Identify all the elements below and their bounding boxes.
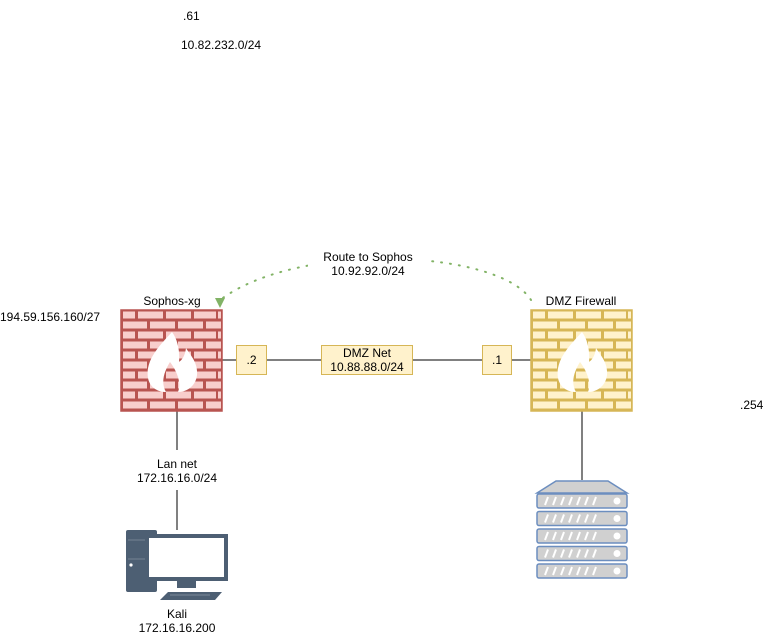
server-vent [584,549,589,558]
wan-subnet-label: 194.59.156.160/27 [0,310,101,324]
dmz-net-box[interactable]: DMZ Net 10.88.88.0/24 [321,345,413,375]
dmz-firewall-name-label: DMZ Firewall [545,294,617,308]
server-vent [552,496,557,506]
dmzfw-dmz-interface-label: .1 [491,353,502,367]
server-vent [560,514,565,523]
server-unit [536,510,628,527]
server-led-icon [613,567,621,575]
server-led-icon [613,497,621,505]
server-vent [568,549,573,558]
top-host-suffix-label: .61 [183,9,200,23]
server-vent [584,514,589,523]
route-arrowhead-icon [215,298,225,308]
server-led-icon [613,515,621,522]
desktop-pc-icon[interactable] [126,530,228,600]
kali-label: Kali 172.16.16.200 [117,607,237,635]
sophos-name-label: Sophos-xg [143,294,201,308]
server-vent [544,549,549,558]
server-vent [592,549,597,558]
server-vent [544,496,549,506]
server-vent [576,514,581,523]
dmz-firewall-icon[interactable] [530,309,633,412]
dmz-net-name: DMZ Net [343,346,391,360]
server-vent [552,531,557,541]
server-rack-icon[interactable] [534,480,630,579]
server-vent [552,514,557,523]
server-unit [536,493,628,509]
server-vent [552,566,557,576]
server-vent [560,531,565,541]
server-vent [584,531,589,541]
lan-name: Lan net [156,457,198,471]
server-vent [584,496,589,506]
server-vent [560,566,565,576]
server-vent [568,514,573,523]
server-vent [568,531,573,541]
server-vent [592,496,597,506]
kali-ip: 172.16.16.200 [138,621,216,635]
server-unit [536,563,628,579]
dmzfw-dmz-interface-box[interactable]: .1 [482,345,512,375]
server-vent [584,566,589,576]
kali-name: Kali [166,607,187,621]
server-vent [544,531,549,541]
server-vent [560,496,565,506]
server-vent [544,566,549,576]
route-arrow [219,257,532,301]
route-label: Route to Sophos 10.92.92.0/24 [308,250,428,278]
right-suffix-label: .254 [740,398,764,412]
server-vent [544,514,549,523]
lan-label: Lan net 172.16.16.0/24 [117,457,237,485]
server-led-icon [613,532,621,540]
server-vent [552,549,557,558]
server-vent [576,496,581,506]
server-unit [536,528,628,544]
server-vent [592,514,597,523]
sophos-dmz-interface-box[interactable]: .2 [236,345,267,375]
sophos-firewall-icon[interactable] [120,309,223,412]
server-vent [568,566,573,576]
server-vent [576,549,581,558]
server-unit [536,545,628,562]
server-vent [592,531,597,541]
top-subnet-label: 10.82.232.0/24 [181,38,262,52]
server-vent [592,566,597,576]
server-led-icon [613,550,621,557]
dmz-net-subnet: 10.88.88.0/24 [330,360,404,374]
sophos-dmz-interface-label: .2 [246,353,257,367]
server-vent [560,549,565,558]
server-vent [568,496,573,506]
server-vent [576,531,581,541]
lan-subnet: 172.16.16.0/24 [136,471,218,485]
route-label-subnet: 10.92.92.0/24 [331,264,405,278]
server-vent [576,566,581,576]
route-label-title: Route to Sophos [323,250,413,264]
